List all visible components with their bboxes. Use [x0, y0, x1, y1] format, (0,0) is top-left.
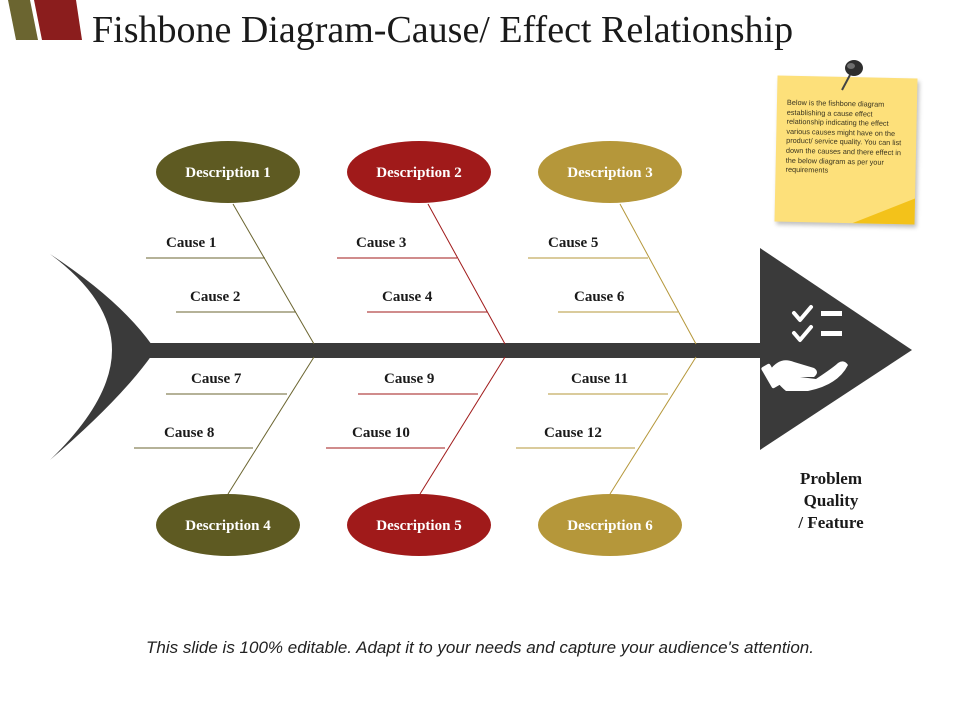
problem-label: Problem Quality / Feature — [770, 468, 892, 534]
rib-4 — [227, 356, 315, 495]
fish-tail — [50, 254, 152, 460]
cause-lines — [134, 257, 678, 449]
description-ellipse-1 — [156, 141, 300, 203]
problem-line-2: Quality — [803, 491, 859, 510]
cause-label-3: Cause 3 — [356, 235, 406, 251]
pushpin-icon — [841, 60, 863, 91]
cause-label-9: Cause 9 — [384, 371, 434, 387]
sticky-note-fold — [852, 197, 916, 225]
description-label-6: Description 6 — [567, 518, 653, 534]
cause-labels: Cause 1 Cause 2 Cause 3 Cause 4 Cause 5 … — [164, 235, 628, 441]
cause-label-8: Cause 8 — [164, 425, 214, 441]
corner-decoration — [8, 0, 82, 40]
description-label-5: Description 5 — [376, 518, 461, 534]
description-ellipse-2 — [347, 141, 491, 203]
fish-head — [760, 248, 912, 450]
description-ellipse-6 — [538, 494, 682, 556]
description-label-2: Description 2 — [376, 165, 461, 181]
description-ellipse-4 — [156, 494, 300, 556]
rib-5 — [419, 356, 506, 495]
rib-2 — [427, 203, 506, 345]
cause-label-4: Cause 4 — [382, 289, 433, 305]
descriptions: Description 1 Description 2 Description … — [156, 141, 682, 556]
rib-1 — [232, 203, 315, 345]
problem-line-1: Problem — [799, 469, 862, 488]
cause-label-5: Cause 5 — [548, 235, 598, 251]
sticky-note-text: Below is the fishbone diagram establishi… — [785, 97, 902, 175]
cause-label-1: Cause 1 — [166, 235, 216, 251]
cause-label-11: Cause 11 — [571, 371, 628, 387]
description-label-1: Description 1 — [185, 165, 270, 181]
cause-label-2: Cause 2 — [190, 289, 240, 305]
description-label-4: Description 4 — [185, 518, 271, 534]
problem-line-3: / Feature — [798, 513, 864, 532]
cause-label-6: Cause 6 — [574, 289, 625, 305]
cause-label-10: Cause 10 — [352, 425, 410, 441]
spine — [140, 343, 770, 358]
rib-6 — [609, 356, 697, 495]
sticky-note: Below is the fishbone diagram establishi… — [774, 75, 918, 225]
ribs — [227, 203, 697, 495]
cause-label-12: Cause 12 — [544, 425, 602, 441]
rib-3 — [619, 203, 697, 345]
cause-label-7: Cause 7 — [191, 371, 242, 387]
checklist-hand-icon — [761, 305, 848, 391]
description-ellipse-3 — [538, 141, 682, 203]
description-ellipse-5 — [347, 494, 491, 556]
description-label-3: Description 3 — [567, 165, 652, 181]
footer-text: This slide is 100% editable. Adapt it to… — [146, 638, 814, 657]
page-title: Fishbone Diagram-Cause/ Effect Relations… — [92, 9, 794, 51]
